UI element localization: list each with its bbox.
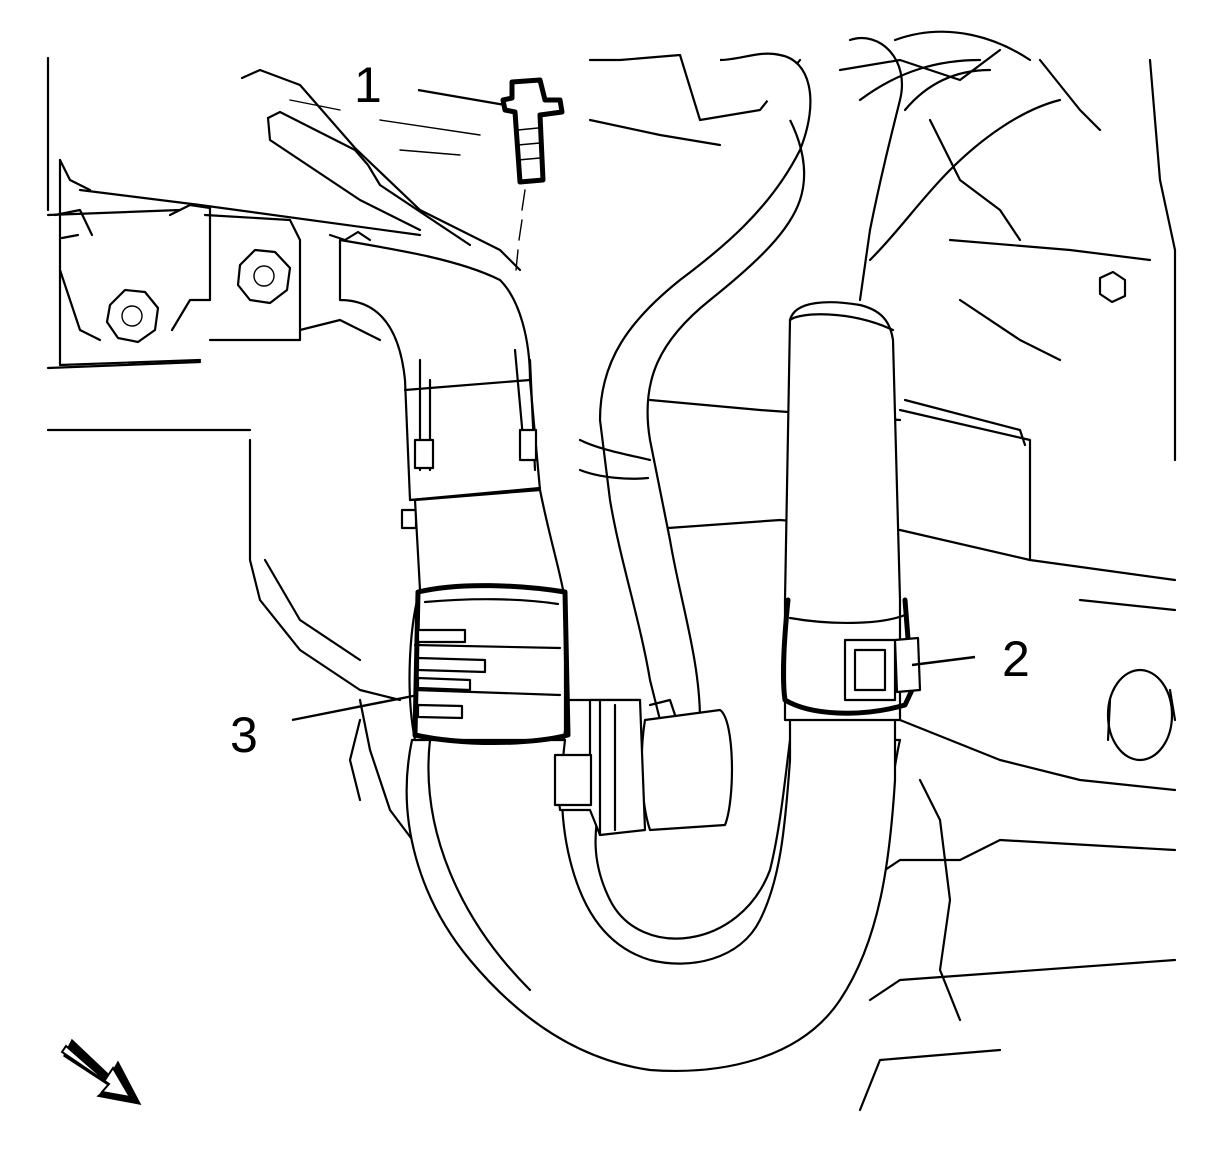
central-thin-hose <box>553 30 1062 837</box>
lower-j-hose <box>405 708 897 1072</box>
callout-label-1: 1 <box>354 57 382 113</box>
callout-leaders <box>291 88 976 722</box>
nut-icon <box>105 288 160 344</box>
bolt <box>500 77 565 271</box>
clamp-2 <box>781 597 922 716</box>
upper-hose-bend <box>338 238 542 530</box>
callout-label-3: 3 <box>230 707 258 763</box>
nut-icon <box>1098 270 1127 304</box>
nut-icon <box>236 248 292 305</box>
arrow-icon <box>60 1038 142 1106</box>
clamp-3 <box>412 583 571 745</box>
callout-label-2: 2 <box>1002 631 1030 687</box>
right-vertical-hose <box>783 301 902 722</box>
